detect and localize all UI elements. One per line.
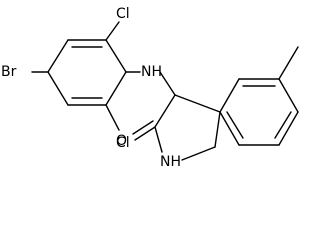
- molecule-structure: Cl Cl Br NH O NH: [1, 6, 299, 170]
- atom-cl-bottom: Cl: [116, 135, 130, 151]
- bond-to-cl-top: [105, 21, 120, 41]
- atom-cl-top: Cl: [116, 6, 130, 22]
- atom-o: O: [116, 133, 127, 149]
- dichlorobromophenyl-ring: [47, 39, 127, 106]
- bond-to-cl-bottom: [105, 104, 120, 131]
- atom-nh-linker: NH: [141, 64, 162, 80]
- carbonyl-bond: [132, 120, 156, 141]
- atom-nh-ring: NH: [160, 154, 181, 170]
- atom-br: Br: [1, 64, 17, 80]
- indoline-benzene-ring: [219, 78, 299, 146]
- bond-nh-to-c3: [159, 71, 176, 96]
- lactam-ring: [154, 94, 221, 161]
- methyl-bond: [278, 46, 299, 80]
